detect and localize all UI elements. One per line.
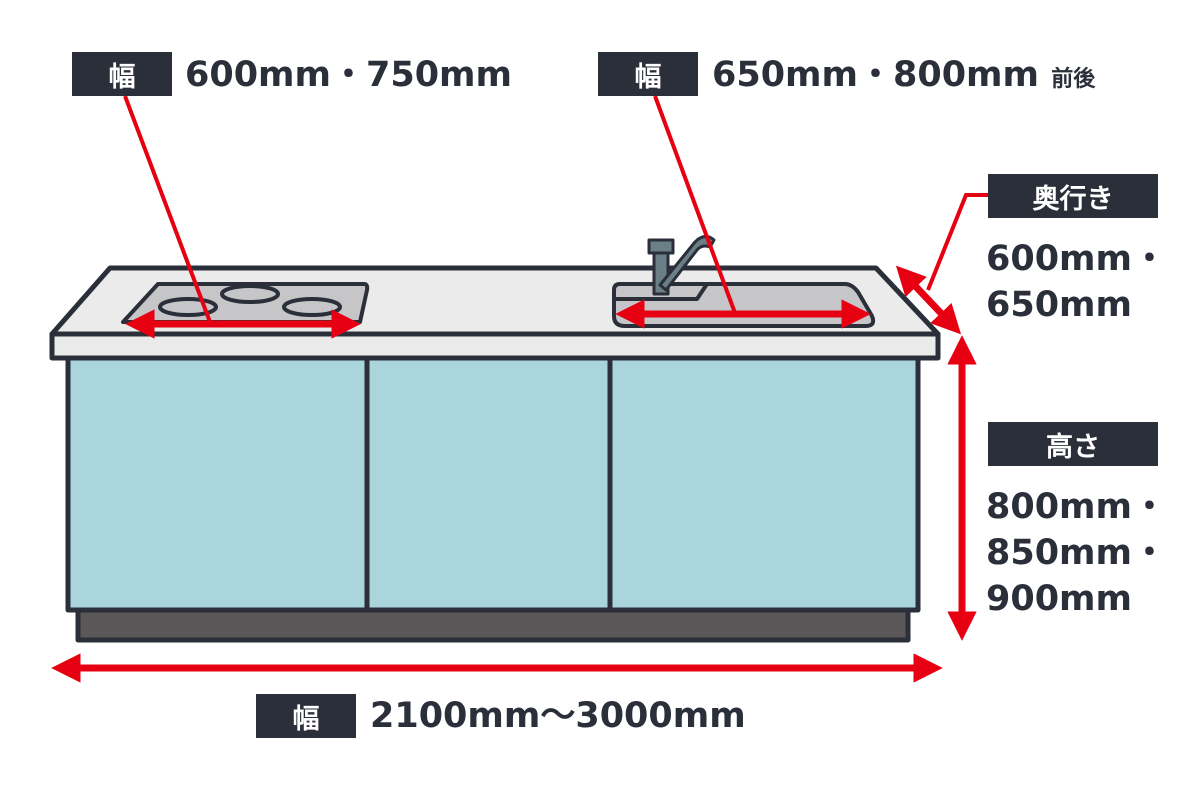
depth-arrow — [895, 265, 962, 335]
sink-ledge — [614, 282, 709, 301]
depth-tag: 奥行き — [988, 174, 1158, 218]
sink-width-number: 650mm・800mm — [712, 55, 1039, 95]
depth-leader-line — [926, 193, 988, 291]
height-value-1: 800mm・ — [986, 487, 1167, 527]
countertop-edge — [49, 331, 941, 361]
burner — [220, 284, 280, 304]
depth-value-1: 600mm・ — [986, 239, 1167, 279]
height-tag: 高さ — [988, 422, 1158, 466]
stove-width-value: 600mm・750mm — [185, 55, 512, 95]
total-width-tag: 幅 — [256, 694, 356, 738]
height-value-2: 850mm・ — [986, 533, 1167, 573]
plinth — [75, 607, 911, 643]
depth-value-2: 650mm — [986, 285, 1132, 325]
sink-width-tag: 幅 — [598, 52, 698, 96]
sink-leader-line — [653, 95, 737, 314]
stove-leader-line — [123, 95, 212, 323]
total-width-value: 2100mm～3000mm — [370, 696, 746, 736]
height-value-3: 900mm — [986, 579, 1132, 619]
cabinet — [65, 353, 921, 613]
stove-width-tag: 幅 — [72, 52, 172, 96]
sink-width-value: 650mm・800mm 前後 — [712, 52, 1095, 103]
sink-width-suffix: 前後 — [1051, 67, 1096, 92]
faucet-cap — [647, 238, 675, 255]
